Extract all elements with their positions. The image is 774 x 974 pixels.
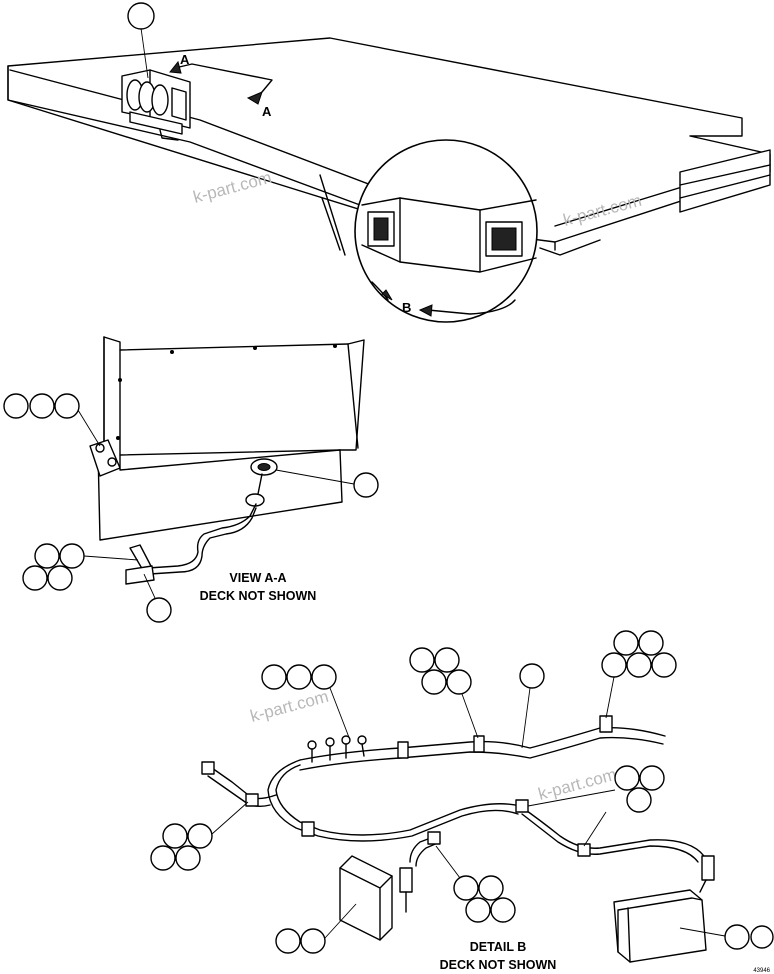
section-a-label: A [180, 52, 190, 67]
view-aa-callouts [3, 393, 379, 623]
detail-b-callouts [150, 630, 774, 954]
section-a-label-2: A [262, 104, 272, 119]
view-aa-title: VIEW A-A [229, 571, 286, 585]
section-arrows-a [169, 60, 273, 105]
detail-b-label: B [402, 300, 411, 315]
cable [147, 503, 257, 569]
callout-balloon [127, 2, 155, 30]
wire-harness [201, 715, 715, 913]
cable-end [125, 565, 155, 585]
module-right [613, 889, 707, 963]
drawing-number: 43946 [753, 968, 770, 974]
detail-b-subtitle: DECK NOT SHOWN [440, 958, 557, 972]
cable-edge [149, 507, 257, 575]
module-left [339, 855, 393, 941]
watermark: k-part.com [248, 687, 330, 726]
leader-line [140, 27, 149, 79]
detail-b-title: DETAIL B [470, 940, 526, 954]
detail-b-circle [354, 139, 538, 323]
view-aa-subtitle: DECK NOT SHOWN [200, 589, 317, 603]
control-box [121, 69, 191, 141]
watermark: k-part.com [191, 168, 273, 207]
watermark: k-part.com [536, 765, 618, 804]
view-aa-box [89, 336, 365, 541]
platform-deck [7, 37, 771, 256]
